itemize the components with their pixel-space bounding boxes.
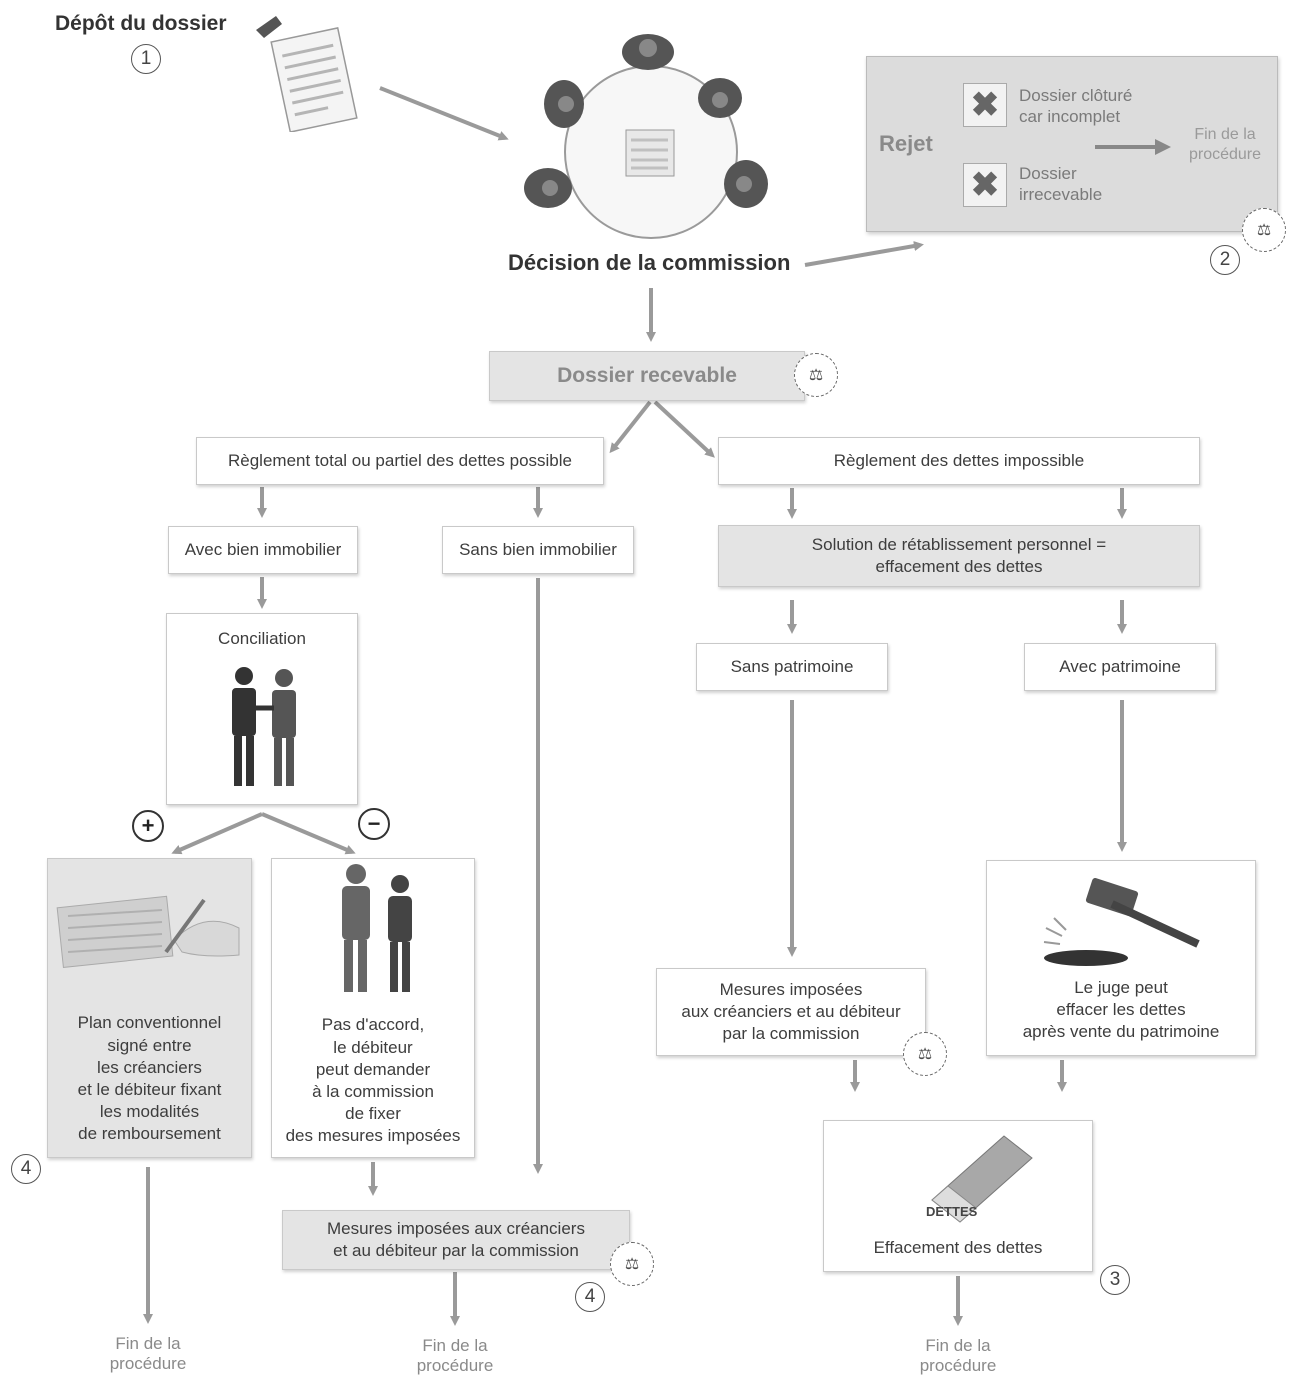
mesures-imposees-left-text: Mesures imposées aux créanciers et au dé… <box>327 1218 585 1260</box>
rejet-end-label: Fin de la procédure <box>1188 126 1262 163</box>
cross-icon: ✖ <box>963 163 1007 207</box>
arrow-conciliation-to-pas-accord <box>261 812 356 855</box>
rejet-title: Rejet <box>879 131 933 156</box>
positive-outcome-icon: + <box>132 810 164 842</box>
reglement-possible-box: Règlement total ou partiel des dettes po… <box>196 437 604 485</box>
solution-retablissement-text: Solution de rétablissement personnel = e… <box>811 534 1107 576</box>
commission-table-icon <box>524 34 768 239</box>
end-label-plan: Fin de la procédure <box>109 1334 187 1374</box>
eraser-word: DETTES <box>926 1204 978 1219</box>
scale-of-justice-icon: ⚖ <box>794 353 838 397</box>
mesures-imposees-right-box: Mesures imposées aux créanciers et au dé… <box>656 968 926 1056</box>
sans-patrimoine-box: Sans patrimoine <box>696 643 888 691</box>
scale-of-justice-icon: ⚖ <box>1242 208 1286 252</box>
rejet-item-incomplet: Dossier clôturé car incomplet <box>1019 86 1133 127</box>
arrow-decision-to-rejet <box>804 241 924 267</box>
pas-accord-text: Pas d'accord, le débiteur peut demander … <box>285 1015 461 1145</box>
sans-bien-box: Sans bien immobilier <box>442 526 634 574</box>
arrow-conciliation-to-plan <box>171 812 263 855</box>
step-number-4: 4 <box>11 1154 41 1184</box>
mesures-imposees-left-box: Mesures imposées aux créanciers et au dé… <box>282 1210 630 1270</box>
step-number-4: 4 <box>575 1282 605 1312</box>
avec-bien-box: Avec bien immobilier <box>168 526 358 574</box>
gavel-icon <box>1043 878 1200 966</box>
disagreeing-people-icon <box>342 864 412 992</box>
solution-retablissement-box: Solution de rétablissement personnel = e… <box>718 525 1200 587</box>
signing-contract-icon <box>56 895 240 969</box>
cross-icon: ✖ <box>963 83 1007 127</box>
scale-of-justice-icon: ⚖ <box>903 1032 947 1076</box>
arrow-depot-to-commission <box>379 86 509 141</box>
scale-of-justice-icon: ⚖ <box>610 1242 654 1286</box>
step-number-3: 3 <box>1100 1265 1130 1295</box>
handshake-icon <box>232 667 296 786</box>
pas-accord-box: Pas d'accord, le débiteur peut demander … <box>271 858 475 1158</box>
rejet-panel: Rejet ✖ Dossier clôturé car incomplet ✖ … <box>866 56 1278 232</box>
dossier-document-icon <box>256 16 358 132</box>
reglement-impossible-box: Règlement des dettes impossible <box>718 437 1200 485</box>
conciliation-label: Conciliation <box>218 629 306 648</box>
eraser-icon <box>931 1135 1033 1223</box>
step-number-2: 2 <box>1210 245 1240 275</box>
decision-title: Décision de la commission <box>508 250 791 275</box>
juge-text: Le juge peut effacer les dettes après ve… <box>1022 977 1220 1041</box>
plan-conventionnel-text: Plan conventionnel signé entre les créan… <box>77 1013 222 1143</box>
end-label-effacement: Fin de la procédure <box>919 1336 997 1376</box>
step-number-1: 1 <box>131 44 161 74</box>
arrow-recevable-to-left <box>609 400 652 454</box>
rejet-arrow <box>1095 139 1171 155</box>
negative-outcome-icon: − <box>358 808 390 840</box>
mesures-imposees-right-text: Mesures imposées aux créanciers et au dé… <box>681 979 901 1044</box>
depot-title: Dépôt du dossier <box>55 12 227 35</box>
end-label-mesures: Fin de la procédure <box>416 1336 494 1376</box>
rejet-item-irrecevable: Dossier irrecevable <box>1019 164 1103 205</box>
arrow-recevable-to-right <box>653 400 715 458</box>
effacement-text: Effacement des dettes <box>873 1237 1043 1257</box>
avec-patrimoine-box: Avec patrimoine <box>1024 643 1216 691</box>
recevable-box: Dossier recevable <box>489 351 805 401</box>
